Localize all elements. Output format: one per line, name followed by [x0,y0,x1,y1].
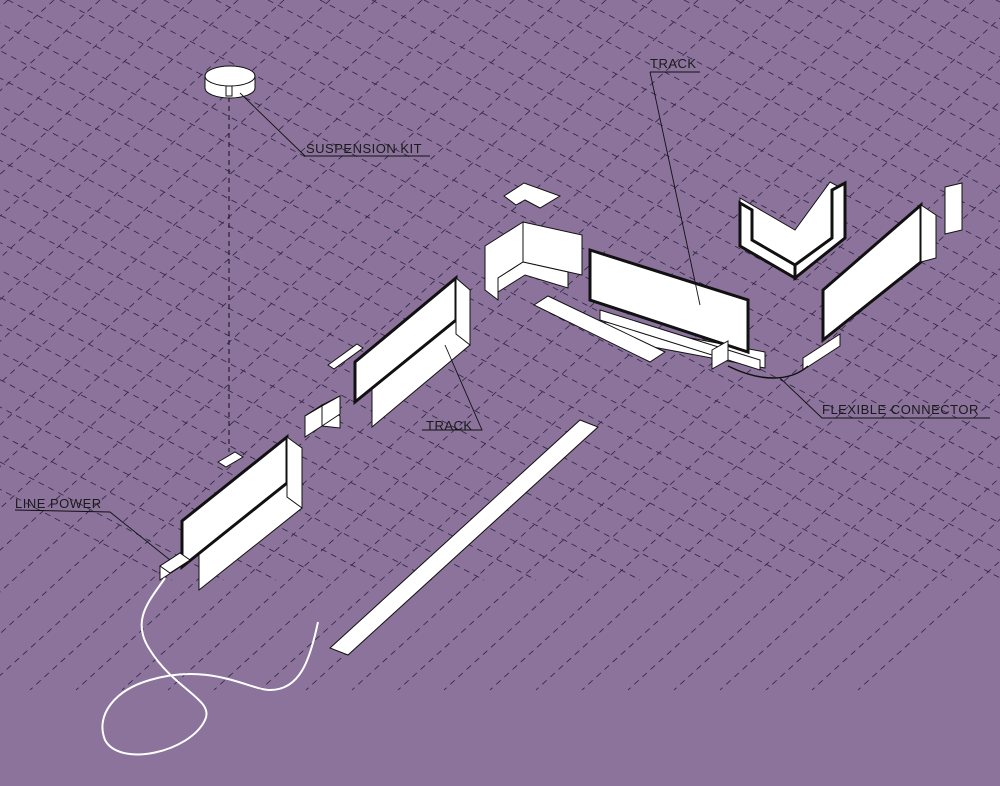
grid-line [0,461,225,581]
suspension-end-plate [217,451,244,468]
grid-line [423,0,1000,305]
grid-line [0,406,329,581]
grid-line [0,242,641,581]
corner-joiner [484,182,583,302]
suspension-kit-label: SUSPENSION KIT [306,141,422,156]
grid-line [0,269,589,581]
right-track-edge [920,204,937,263]
track-top-leader-1 [649,71,701,306]
grid-line [371,0,1000,332]
corner-inner [497,261,569,293]
grid-line [215,0,1000,414]
track-top-label: TRACK [650,56,697,71]
right-end-plate [944,182,963,235]
power-cable [101,577,319,756]
middle-track [353,274,471,429]
flexible-connector-leader [779,377,990,419]
l-box-right-face [793,180,847,282]
middle-track-edge [455,276,471,347]
grid-line [0,159,797,581]
corner-face-right [522,221,583,276]
flex-end-block [711,340,729,370]
end-cap-right [321,395,341,427]
power-feed-track [159,433,303,592]
straight-joiner-plate [327,343,364,370]
grid-line [0,379,381,581]
track-middle-leader [422,344,483,431]
right-track-bottom [802,333,841,371]
grid-line [0,132,849,581]
grid-line [0,22,1000,551]
grid-line [0,214,693,581]
upper-diffuser [532,295,667,363]
suspension-kit [204,65,256,468]
line-power-label: LINE POWER [15,496,102,511]
grid-line [0,105,901,581]
suspension-grip-icon [225,85,233,97]
grid-line [0,434,277,581]
corner-plate [503,182,562,209]
right-track [802,182,963,371]
power-feed-box-top [159,552,191,574]
middle-connectors [304,343,364,438]
line-power-leader [14,509,171,561]
flexible-connector-label: FLEXIBLE CONNECTOR [822,402,979,417]
l-corner-box [738,180,847,282]
track-middle-label: TRACK [426,418,473,433]
upper-track [532,247,766,371]
label-leaders [14,71,990,561]
suspension-canopy-top [204,65,256,87]
grid-line [7,0,1000,524]
grid-line [0,77,953,581]
grid-line [0,296,537,581]
flexible-connector-cable [727,365,809,379]
suspension-kit-leader [239,92,430,157]
diffuser-strip [329,419,599,656]
grid-line [267,0,1000,387]
power-track-edge [286,436,303,509]
